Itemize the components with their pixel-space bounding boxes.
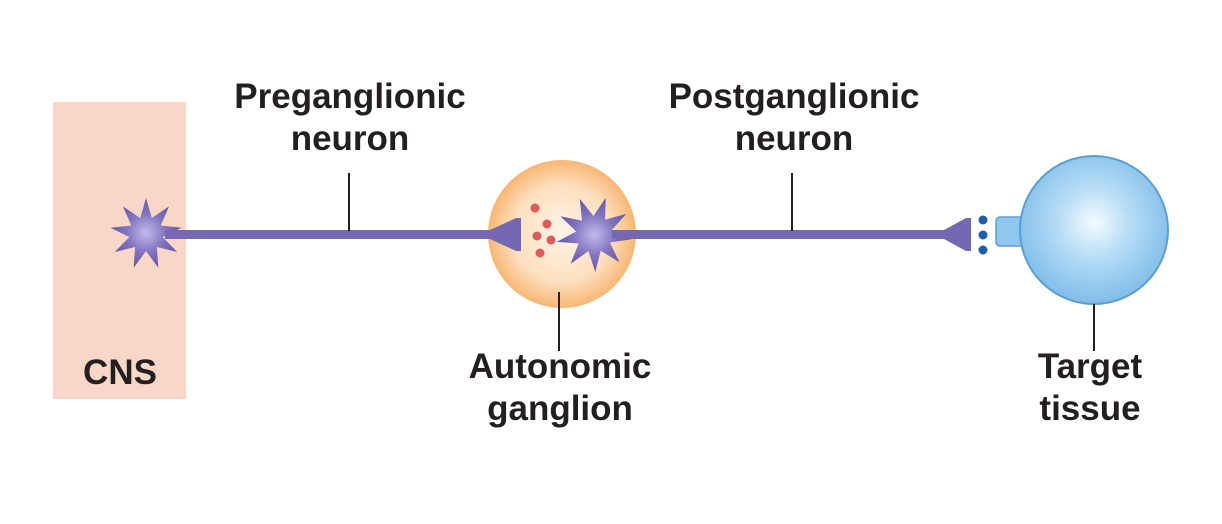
preganglionic-axon (165, 230, 502, 239)
label-cns: CNS (54, 352, 186, 394)
label-postganglionic-line2: neuron (734, 119, 854, 158)
neurotransmitter-dot (530, 203, 540, 213)
neurotransmitter-dot (546, 235, 556, 245)
postganglionic-axon-terminal (944, 218, 971, 251)
neurotransmitter-dot (532, 231, 542, 241)
label-autonomic-ganglion: Autonomic ganglion (420, 346, 700, 430)
preganglionic-soma (110, 198, 182, 268)
label-ganglion-line2: ganglion (487, 389, 633, 428)
neurotransmitter-dot (535, 248, 545, 258)
label-target-line1: Target (1037, 347, 1143, 386)
postganglionic-axon (612, 230, 964, 239)
label-cns-text: CNS (83, 353, 157, 392)
preganglionic-axon-terminal (490, 218, 521, 251)
neurotransmitter-dot (978, 245, 988, 255)
target-cell (1019, 155, 1169, 305)
neurotransmitter-dot (978, 215, 988, 225)
label-target-tissue: Target tissue (990, 346, 1190, 430)
label-ganglion-line1: Autonomic (468, 347, 652, 386)
neurotransmitter-dot (542, 219, 552, 229)
postganglionic-soma (556, 197, 632, 272)
label-preganglionic-line1: Preganglionic (234, 77, 466, 116)
neurotransmitter-dot (978, 230, 988, 240)
label-postganglionic-neuron: Postganglionic neuron (634, 76, 954, 160)
label-preganglionic-neuron: Preganglionic neuron (190, 76, 510, 160)
label-postganglionic-line1: Postganglionic (668, 77, 920, 116)
label-preganglionic-line2: neuron (290, 119, 410, 158)
label-target-line2: tissue (1039, 389, 1141, 428)
autonomic-ganglion (488, 160, 636, 308)
